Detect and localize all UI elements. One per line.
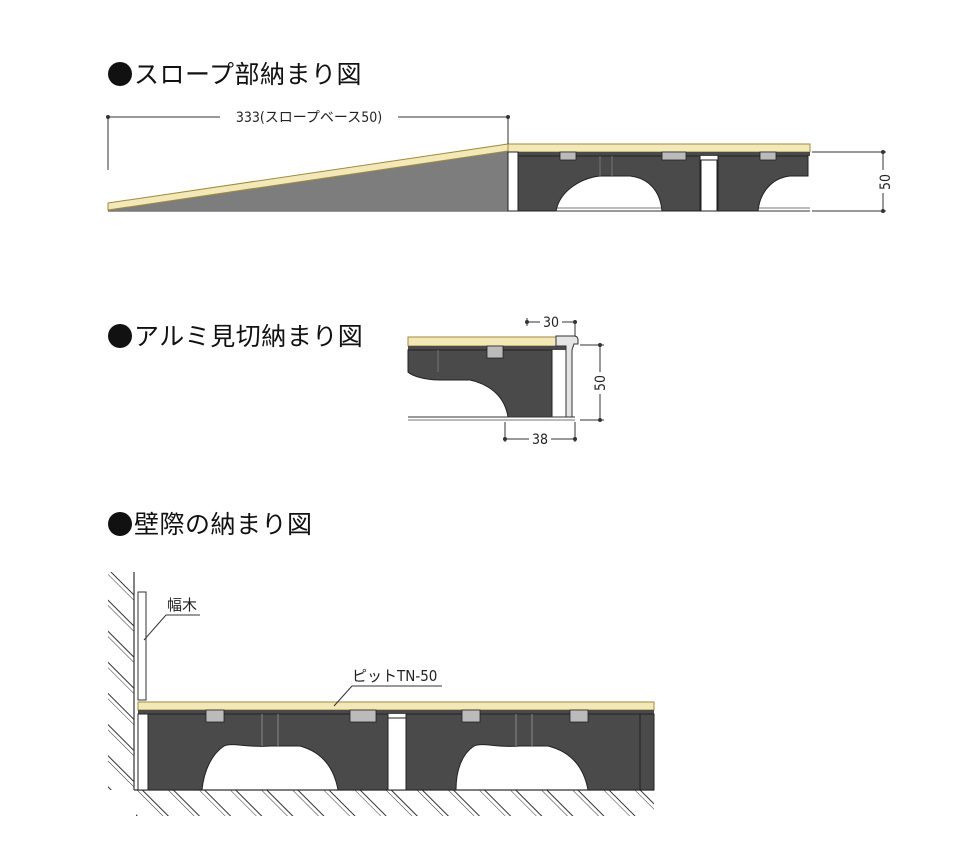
aluminum-deck-panel — [407, 336, 567, 347]
slope-section-title: スロープ部納まり図 — [108, 60, 362, 90]
aluminum-pedestal — [407, 349, 553, 418]
wall-diagram: 幅木 ピットTN-50 — [108, 572, 655, 816]
aluminum-bottom-dimension: 38 — [532, 432, 548, 448]
aluminum-top-dimension: 30 — [543, 315, 559, 331]
slope-height-dimension: 50 — [878, 174, 894, 190]
baseboard — [137, 591, 147, 701]
bullet-icon — [108, 62, 132, 86]
slope-pedestals — [507, 151, 810, 212]
wall-hatch — [108, 572, 134, 790]
wall-deck-panel — [137, 701, 655, 711]
slope-title-text: スロープ部納まり図 — [134, 60, 363, 89]
bullet-icon — [108, 324, 132, 348]
slope-deck-panel — [507, 143, 811, 153]
wall-section-title: 壁際の納まり図 — [108, 510, 313, 540]
floor-hatch — [136, 790, 654, 816]
slope-width-dimension: 333(スロープベース50) — [236, 110, 382, 126]
aluminum-section-title: アルミ見切納まり図 — [108, 322, 363, 352]
product-label: ピットTN-50 — [352, 667, 437, 685]
aluminum-title-text: アルミ見切納まり図 — [134, 322, 364, 351]
bullet-icon — [108, 512, 132, 536]
aluminum-diagram: 30 38 50 — [407, 314, 609, 448]
slope-diagram: 333(スロープベース50) 50 — [106, 110, 894, 213]
wall-title-text: 壁際の納まり図 — [134, 510, 313, 539]
wall-pedestals — [137, 709, 655, 791]
baseboard-label: 幅木 — [167, 596, 197, 614]
aluminum-height-dimension: 50 — [593, 375, 609, 391]
